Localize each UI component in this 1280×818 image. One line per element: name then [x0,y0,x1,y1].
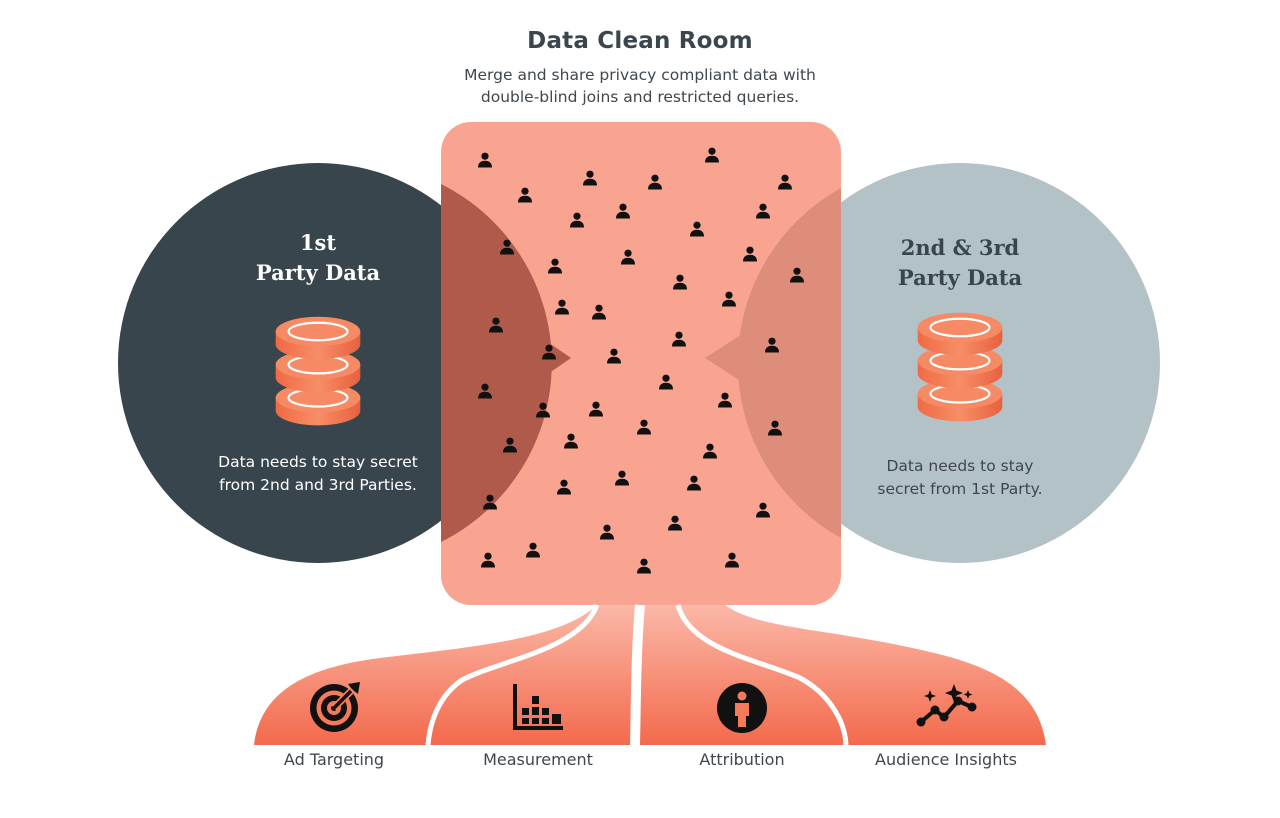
other-party-description: Data needs to stay secret from 1st Party… [830,455,1090,501]
first-party-desc-line-2: from 2nd and 3rd Parties. [219,476,417,494]
first-party-description: Data needs to stay secret from 2nd and 3… [178,451,458,497]
other-party-arrow [705,316,770,400]
use-case-attribution-label: Attribution [699,750,785,769]
clean-room-panel [441,122,841,605]
page-title: Data Clean Room [527,28,753,54]
bar-chart-icon [513,684,563,730]
first-party-desc-line-1: Data needs to stay secret [218,453,418,471]
other-party-desc-line-1: Data needs to stay [886,457,1034,475]
other-party-overlap [737,188,841,538]
page-subtitle: Merge and share privacy compliant data w… [0,64,1280,108]
use-case-ad-targeting-label: Ad Targeting [283,750,385,769]
other-party-title-line-2: Party Data [897,265,1023,290]
other-party-desc-line-2: secret from 1st Party. [877,480,1043,498]
other-party-database-icon [916,311,1004,423]
use-case-measurement-label: Measurement [483,750,593,769]
first-party-database-icon [274,315,362,427]
sparkle-trend-icon [916,684,977,727]
person-circle-icon [717,683,767,733]
subtitle-line-1: Merge and share privacy compliant data w… [464,66,816,84]
diagram-header: Data Clean Room Merge and share privacy … [0,28,1280,108]
use-case-audience-insights-label: Audience Insights [875,750,1017,769]
first-party-title-line-1: 1st [299,230,337,255]
first-party-title-line-2: Party Data [255,260,381,285]
first-party-overlap [441,184,552,542]
other-party-title-line-1: 2nd & 3rd [900,235,1020,260]
subtitle-line-2: double-blind joins and restricted querie… [480,88,800,106]
other-party-title: 2nd & 3rd Party Data [850,233,1070,293]
first-party-arrow [510,316,571,400]
first-party-title: 1st Party Data [218,228,418,288]
flow-band [254,604,1046,746]
target-icon [310,682,360,732]
